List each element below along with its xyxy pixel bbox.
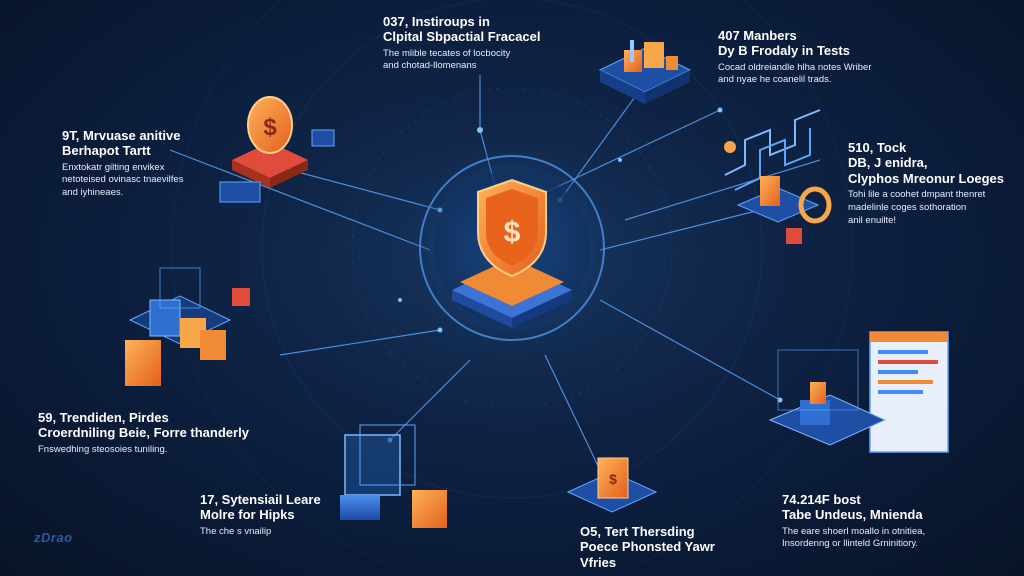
node-title: 510, Tock DB, J enidra, Clyphos Mreonur … (848, 140, 1005, 186)
node-bottom-left: 17, Sytensiail Leare Molre for Hipks The… (200, 492, 321, 538)
orbit-rings (171, 0, 853, 576)
node-title: 17, Sytensiail Leare Molre for Hipks (200, 492, 321, 523)
node-description: Tohi lile a coohet dmpant thenret madeli… (848, 188, 986, 226)
block-cubes-icon (125, 267, 250, 386)
node-description: Cocad oldreiandle hlha notes Wriber and … (718, 61, 872, 86)
node-bottom-center: O5, Tert Thersding Poece Phonsted Yawr V… (580, 524, 715, 570)
hub-graphic: $ (407, 143, 617, 353)
hub-dollar-symbol: $ (504, 216, 521, 249)
cube-frame-icon (340, 424, 447, 528)
node-top-right: 407 Manbers Dy B Frodaly in Tests Cocad … (718, 28, 872, 87)
node-right-upper: 510, Tock DB, J enidra, Clyphos Mreonur … (848, 140, 1004, 227)
watermark-logo: zDrao (34, 530, 73, 545)
node-title: 59, Trendiden, Pirdes Croerdniling Beie,… (38, 410, 249, 441)
dashboard-screen-icon (768, 331, 949, 453)
node-left-upper: 9T, Mrvuase anitive Berhapot Tartt Enxto… (62, 128, 183, 200)
node-description: The mlible tecates of locbocity and chot… (383, 47, 511, 72)
node-left-lower: 59, Trendiden, Pirdes Croerdniling Beie,… (38, 410, 249, 456)
node-description: Fnswedhing steosoies tuniling. (38, 443, 168, 455)
svg-text:$: $ (609, 471, 617, 487)
node-title: 037, Instiroups in Clpital Sbpactial Fra… (383, 14, 541, 45)
node-description: The che s vnailip (200, 525, 272, 537)
data-cubes-icon (724, 109, 832, 244)
node-bottom-right: 74.214F bost Tabe Undeus, Mnienda The ea… (782, 492, 925, 551)
node-title: 74.214F bost Tabe Undeus, Mnienda (782, 492, 923, 523)
coin-stack-icon: $ (219, 96, 335, 203)
node-title: 407 Manbers Dy B Frodaly in Tests (718, 28, 850, 59)
node-top-center: 037, Instiroups in Clpital Sbpactial Fra… (383, 14, 541, 73)
server-stack-icon (598, 40, 692, 104)
node-title: O5, Tert Thersding Poece Phonsted Yawr V… (580, 524, 715, 570)
node-description: Enxtokatr gilting envikex netoteised ovi… (62, 161, 184, 199)
node-description: The eare shoerl moallo in otnitiea, Inso… (782, 525, 926, 550)
token-cube-icon: $ (566, 457, 658, 513)
node-title: 9T, Mrvuase anitive Berhapot Tartt (62, 128, 181, 159)
svg-text:$: $ (263, 114, 277, 141)
